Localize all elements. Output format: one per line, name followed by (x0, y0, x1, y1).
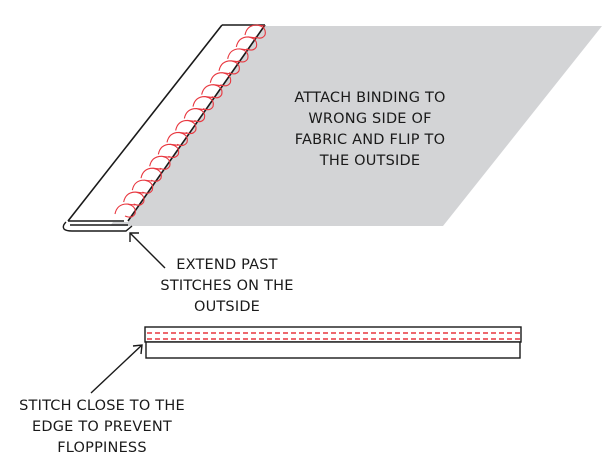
arrow-extend (129, 232, 166, 269)
label-line: FABRIC AND FLIP TO (294, 132, 446, 148)
whip-stitch (244, 24, 266, 39)
whip-stitch (114, 203, 136, 218)
whip-stitch (175, 119, 197, 135)
label-line: FLOPPINESS (57, 440, 147, 456)
whip-stitches (114, 24, 266, 218)
whip-stitch (123, 191, 145, 206)
whip-stitch (235, 36, 258, 51)
label-line: STITCHES ON THE (160, 278, 294, 294)
label-line: THE OUTSIDE (319, 153, 421, 169)
whip-stitch (131, 179, 154, 194)
label-line: WRONG SIDE OF (308, 111, 432, 127)
whip-stitch (140, 167, 162, 182)
stitch-close-label: STITCH CLOSE TO THE EDGE TO PREVENT FLOP… (2, 396, 202, 459)
binding-top-layer (144, 326, 522, 343)
binding-fold-edge (127, 24, 266, 222)
label-line: STITCH CLOSE TO THE (19, 398, 185, 414)
binding-left-edge (67, 24, 223, 222)
binding-fold-bottom (62, 220, 133, 232)
whip-stitch (209, 72, 232, 87)
whip-stitch (166, 131, 188, 147)
binding-bottom-layer (145, 341, 521, 359)
whip-stitch (201, 84, 223, 99)
whip-stitch (183, 107, 206, 123)
whip-stitch (227, 48, 249, 63)
whip-stitch (157, 143, 180, 159)
label-line: EDGE TO PREVENT (32, 419, 172, 435)
attach-binding-label: ATTACH BINDING TO WRONG SIDE OF FABRIC A… (270, 88, 470, 172)
arrow-stitch (90, 344, 143, 394)
label-line: OUTSIDE (193, 299, 261, 315)
extend-past-label: EXTEND PAST STITCHES ON THE OUTSIDE (142, 255, 312, 318)
label-line: ATTACH BINDING TO (294, 90, 446, 106)
whip-stitch (149, 155, 171, 170)
whip-stitch (192, 96, 214, 111)
label-line: EXTEND PAST (176, 257, 278, 273)
fabric-panel (110, 26, 602, 226)
whip-stitch (218, 60, 240, 75)
